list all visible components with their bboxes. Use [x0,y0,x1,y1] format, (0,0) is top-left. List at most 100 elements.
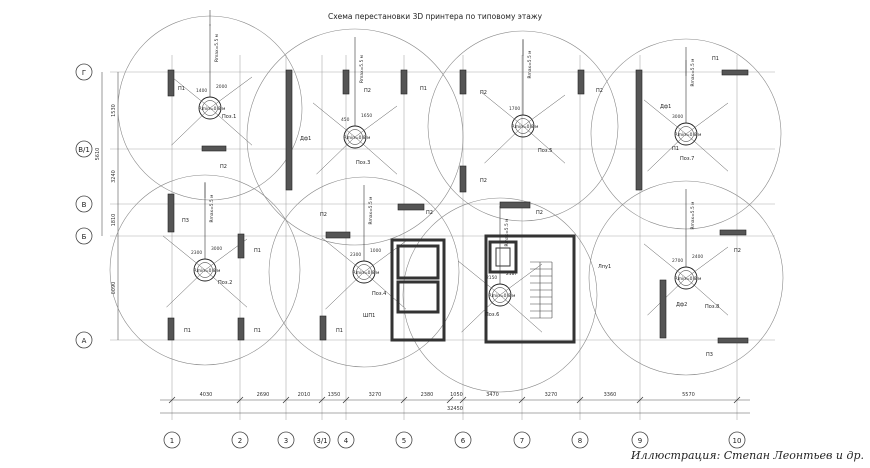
reach-spoke [171,107,211,146]
dimension-tick [459,396,467,404]
printer-inner-circle [492,287,508,303]
position-label: Поз.3 [356,160,370,166]
wall-panel [237,233,245,259]
column-axis-bubble [631,431,649,449]
position-dimension: 1650 [361,113,372,119]
shaft-room-outer [390,238,446,342]
lift-car [495,247,511,267]
wall-tag: П2 [320,212,327,218]
column-dimension-value: 5570 [682,392,695,398]
dimension-tick [733,396,741,404]
stair-and-shaft-rooms [390,234,576,344]
min-radius-label: Rmin=0.8 м [353,270,380,276]
wall-tag: П2 [364,88,371,94]
wall-tag: П3 [706,352,713,358]
printer-inner-circle [356,264,372,280]
printer-inner-circle [678,126,694,142]
dimension-tick [168,396,176,404]
reach-spoke [685,133,729,172]
wall-panel [167,317,175,341]
wall-panels [167,69,749,344]
position-label: Поз.5 [538,148,552,154]
column-axis-label: 2 [238,437,242,445]
position-dimension: 450 [341,117,350,123]
elevator-shaft [396,280,440,314]
wall-panel [325,231,351,239]
position-dimension: 2300 [191,250,202,256]
column-axis-label: 9 [638,437,642,445]
row-axis-bubble [75,140,93,158]
reach-spoke [354,136,398,175]
row-dimension-value: 6090 [111,282,117,295]
dimension-tick [400,396,408,404]
position-dimension: 3000 [672,114,683,120]
reach-spoke [647,277,687,316]
position-dimension: 3000 [211,246,222,252]
reach-spoke [499,263,543,296]
column-axis-label: 3 [284,437,288,445]
dimension-tick [518,396,526,404]
reach-spoke [685,102,729,135]
min-radius-label: Rmin=0.8 м [199,106,226,112]
position-dimension: 2400 [692,254,703,260]
printer-inner-circle [197,262,213,278]
column-dimension-value: 3470 [486,392,499,398]
max-radius-label: Rmax=5.5 м [368,197,374,225]
reach-spoke [461,294,501,333]
column-axis-label: 5 [402,437,406,445]
column-axis-label: 7 [520,437,524,445]
row-axis-label: Г [82,69,86,77]
max-radius-label: Rmax=5.5 м [527,51,533,79]
reach-circles [109,10,784,393]
wall-panel [167,193,175,233]
column-axis-bubble [571,431,589,449]
row-dimension-value: 1810 [111,214,117,227]
max-radius-label: Rmax=5.5 м [690,202,696,230]
position-label: Поз.1 [222,114,236,120]
wall-tag: П1 [336,328,343,334]
position-label: Поз.8 [705,304,719,310]
wall-tag: П1 [712,56,719,62]
wall-tag: П2 [596,88,603,94]
row-axis-bubble [75,63,93,81]
position-label: Поз.6 [485,312,499,318]
diagram-title: Схема перестановки 3D принтера по типово… [328,12,543,21]
wall-panel [285,69,293,191]
reach-spoke [321,237,365,273]
reach-spoke [522,125,566,164]
max-radius-label: Rmax=5.5 м [690,59,696,87]
reach-spoke [162,235,206,271]
max-radius-label: Rmax=5.5 м [504,219,510,247]
overall-dimension-value: 32450 [447,406,463,412]
min-radius-label: Rmin=0.8 м [675,276,702,282]
wall-tag: П1 [672,146,679,152]
position-dimension: 2700 [672,258,683,264]
column-dimension-value: 2380 [421,392,434,398]
wall-panel [342,69,350,95]
printer-inner-circle [678,270,694,286]
wall-panel [167,69,175,97]
column-axis-bubble [231,431,249,449]
position-dimension: 2150 [486,275,497,281]
column-axis-label: 3/1 [316,437,327,445]
reach-circle [402,197,598,393]
dimension-tick [318,396,326,404]
reach-spoke [316,136,356,175]
reach-circle [588,180,784,376]
column-axis-label: 4 [344,437,349,445]
row-axis-label: А [82,337,87,345]
reach-spoke [685,277,729,316]
max-radius-label: Rmax=5.5 м [359,55,365,83]
wall-panel [721,69,749,76]
wall-panel [717,337,749,344]
reach-spoke [522,94,566,127]
position-dimension: 1400 [196,88,207,94]
wall-tag: П2 [220,164,227,170]
column-axis-bubble [513,431,531,449]
column-dimension-value: 3360 [604,392,617,398]
column-dimension-value: 1050 [450,392,463,398]
reach-spoke [457,260,501,296]
wall-tag: П2 [480,178,487,184]
